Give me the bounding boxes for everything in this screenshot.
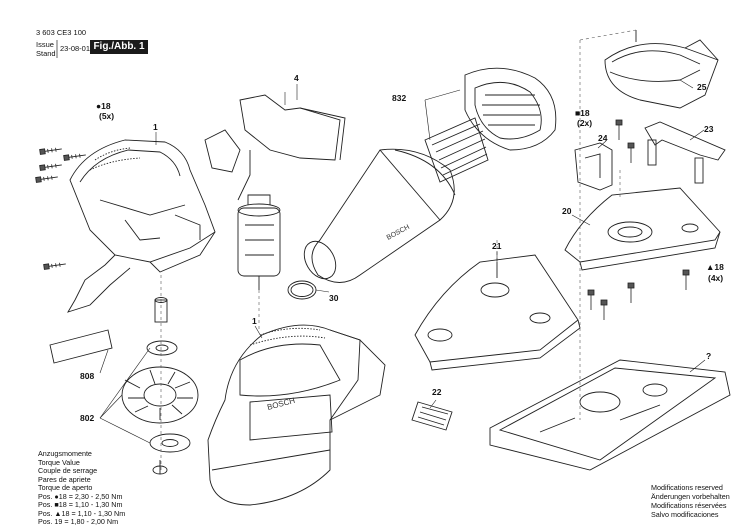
note-es: Salvo modificaciones: [651, 510, 719, 519]
bracket-23: [644, 121, 726, 184]
issue-date: 23-08-01: [60, 44, 91, 53]
svg-text:BOSCH: BOSCH: [386, 224, 411, 242]
callout-22: 22: [432, 387, 442, 397]
torque-title-de: Anzugsmomente: [38, 449, 92, 458]
dust-cover: [604, 30, 719, 109]
callout-30: 30: [329, 293, 339, 303]
issue-label: Issue: [36, 40, 54, 49]
base-plate: [489, 359, 731, 471]
torque-title-es: Pares de apriete: [38, 474, 91, 484]
callout-18-triangle-qty: (4x): [708, 273, 724, 283]
fan-and-bearings: [121, 297, 199, 475]
callout-802: 802: [80, 413, 95, 423]
callout-18-square-qty: (2x): [577, 118, 593, 128]
torque-row-4: Pos. 19 = 1,80 - 2,00 Nm: [38, 517, 119, 526]
callout-25: 25: [697, 82, 707, 92]
sanding-plate-20: [564, 187, 721, 271]
note-de: Änderungen vorbehalten: [651, 492, 730, 501]
callout-21: 21: [492, 241, 502, 251]
plate: [49, 329, 113, 364]
callout-24: 24: [598, 133, 608, 143]
sander-body: BOSCH: [207, 324, 386, 506]
filter: [424, 67, 557, 183]
brush-strip: [411, 401, 453, 431]
callout-1-lower: 1: [252, 316, 257, 326]
note-en: Modifications reserved: [651, 483, 723, 492]
note-fr: Modifications réservées: [651, 501, 727, 510]
callout-1-upper: 1: [153, 122, 158, 132]
stand-label: Stand: [36, 49, 56, 58]
callout-4: 4: [294, 73, 299, 83]
housing-half-upper: [67, 139, 216, 313]
callout-18-circle-qty: (5x): [99, 111, 115, 121]
dust-box: BOSCH: [303, 148, 456, 283]
callout-808: 808: [80, 371, 95, 381]
screws-left: [35, 147, 86, 270]
motor-assembly: [204, 92, 346, 290]
callout-question: ?: [706, 351, 712, 361]
screws-right-lower: [587, 269, 690, 320]
torque-title-fr: Couple de serrage: [38, 466, 98, 475]
callout-20: 20: [562, 206, 572, 216]
callout-18-circle: ●18: [96, 101, 111, 111]
bracket-24: [574, 142, 613, 191]
torque-row-3: Pos. ▲18 = 1,10 - 1,30 Nm: [38, 508, 126, 518]
torque-title-pt: Torque de aperto: [38, 483, 93, 492]
callout-832: 832: [392, 93, 407, 103]
doc-number: 3 603 CE3 100: [36, 28, 87, 37]
sanding-pad: [414, 254, 581, 371]
torque-row-2: Pos. ■18 = 1,10 - 1,30 Nm: [38, 500, 123, 509]
callout-18-triangle: ▲18: [706, 262, 724, 272]
torque-title-en: Torque Value: [38, 457, 80, 467]
screws-right-upper: [615, 119, 635, 163]
callout-23: 23: [704, 124, 714, 134]
torque-row-1: Pos. ●18 = 2,30 - 2,50 Nm: [38, 491, 123, 501]
svg-text:BOSCH: BOSCH: [266, 396, 296, 412]
figure-label: Fig./Abb. 1: [90, 40, 148, 54]
callout-18-square: ■18: [575, 108, 590, 118]
